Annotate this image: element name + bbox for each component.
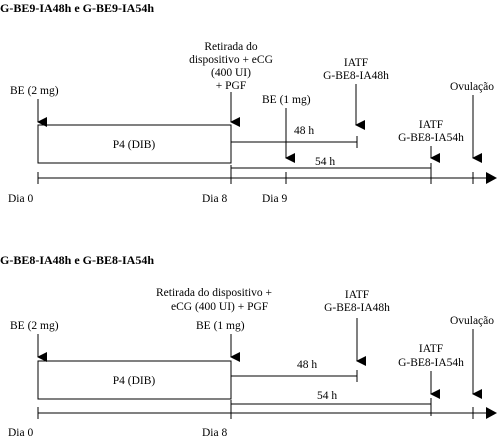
panel-2-day8-label: Dia 8 bbox=[202, 427, 227, 439]
panel-1-removal-line4: + PGF bbox=[216, 80, 246, 92]
panel-1-iatf48-line2: G-BE8-IA48h bbox=[323, 70, 389, 82]
panel-1-day0-label: Dia 0 bbox=[8, 193, 33, 205]
panel-1-span54-label: 54 h bbox=[315, 156, 335, 168]
panel-2-ovulation-label: Ovulação bbox=[450, 315, 494, 327]
panel-1-removal-line2: dispositivo + eCG bbox=[189, 54, 273, 66]
panel-1-p4-label: P4 (DIB) bbox=[113, 139, 156, 151]
panel-1-removal-line1: Retirada do bbox=[204, 41, 258, 53]
panel-2-span54-label: 54 h bbox=[317, 390, 337, 402]
panel-1-iatf54-line2: G-BE8-IA54h bbox=[398, 132, 464, 144]
panel-1-timeline-arrowhead bbox=[486, 172, 497, 184]
panel-1-ovulation-label: Ovulação bbox=[450, 81, 494, 93]
panel-2-iatf48-line2: G-BE8-IA48h bbox=[324, 302, 390, 314]
panel-1-iatf48-line1: IATF bbox=[344, 57, 368, 69]
panel-2: G-BE8-IA48h e G-BE8-IA54h BE (2 mg) P4 (… bbox=[0, 253, 497, 439]
panel-1-be-day0-label: BE (2 mg) bbox=[10, 85, 59, 97]
panel-2-removal-line1: Retirada do dispositivo + bbox=[156, 287, 272, 299]
panel-1-span48-label: 48 h bbox=[294, 125, 314, 137]
panel-1-be-day9-label: BE (1 mg) bbox=[262, 94, 311, 106]
panel-2-removal-line2: eCG (400 UI) + PGF bbox=[171, 301, 268, 313]
panel-2-timeline-arrowhead bbox=[486, 407, 497, 419]
panel-1-day9-label: Dia 9 bbox=[262, 193, 287, 205]
panel-2-span48-label: 48 h bbox=[297, 359, 317, 371]
panel-2-title: G-BE8-IA48h e G-BE8-IA54h bbox=[0, 253, 154, 267]
panel-2-p4-label: P4 (DIB) bbox=[113, 375, 156, 387]
panel-2-day0-label: Dia 0 bbox=[8, 427, 33, 439]
panel-2-p4-box bbox=[37, 360, 232, 400]
panel-1-p4-box bbox=[37, 124, 232, 164]
panel-1-day8-label: Dia 8 bbox=[202, 193, 227, 205]
panel-1-iatf54-line1: IATF bbox=[419, 119, 443, 131]
panel-2-be-day0-label: BE (2 mg) bbox=[10, 320, 59, 332]
panel-1-removal-line3: (400 UI) bbox=[211, 67, 251, 79]
panel-2-iatf54-line2: G-BE8-IA54h bbox=[398, 357, 464, 369]
panel-1-title: G-BE9-IA48h e G-BE9-IA54h bbox=[0, 1, 154, 15]
panel-2-iatf54-line1: IATF bbox=[419, 343, 443, 355]
panel-2-iatf48-line1: IATF bbox=[345, 289, 369, 301]
panel-2-be-day8-label: BE (1 mg) bbox=[196, 320, 245, 332]
panel-1: G-BE9-IA48h e G-BE9-IA54h BE (2 mg) P4 (… bbox=[0, 1, 497, 205]
